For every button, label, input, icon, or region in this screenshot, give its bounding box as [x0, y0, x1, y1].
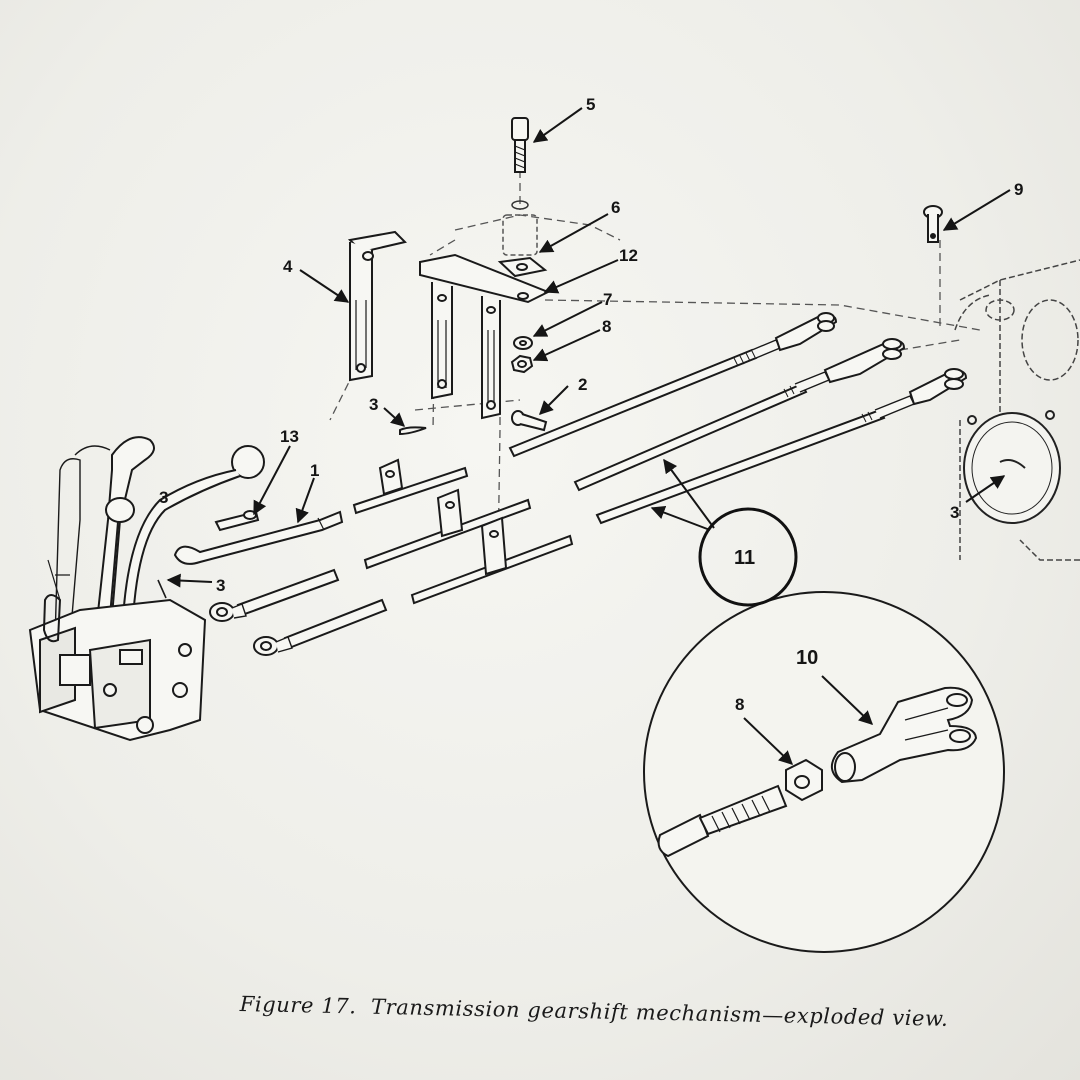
shift-lever-assembly — [28, 436, 265, 742]
cross-shaft-levers — [352, 458, 574, 605]
callout-7: 7 — [603, 290, 612, 309]
detail-clevis-10 — [831, 686, 978, 784]
plate-6 — [497, 256, 548, 278]
figure-number: Figure 17. — [239, 992, 357, 1019]
callout-3-left-lower: 3 — [216, 576, 225, 595]
callout-12: 12 — [619, 246, 638, 265]
bolt-2 — [511, 410, 548, 432]
callout-5: 5 — [586, 95, 595, 114]
bolt-hole — [511, 200, 529, 210]
callout-10: 10 — [796, 647, 818, 669]
mount-block — [502, 214, 538, 256]
clip-13 — [214, 510, 260, 532]
callout-6: 6 — [611, 198, 620, 217]
nut-8 — [510, 354, 534, 374]
detail-inset — [643, 591, 1005, 953]
link-rods-lower — [209, 568, 388, 656]
detail-threaded-rod — [657, 784, 788, 858]
marker-circle-11 — [698, 507, 798, 607]
callout-4: 4 — [283, 257, 293, 276]
bolt-5 — [511, 117, 529, 173]
bracket-4 — [347, 230, 407, 382]
cotter-pin-3-upper — [399, 426, 427, 436]
callout-3-upper: 3 — [369, 395, 378, 414]
callout-8-main: 8 — [602, 317, 611, 336]
bracket-12 — [419, 253, 551, 420]
callout-8-detail: 8 — [735, 695, 744, 714]
callout-11: 11 — [734, 547, 755, 569]
callout-13: 13 — [280, 427, 299, 446]
callout-1: 1 — [310, 461, 319, 480]
callout-3-right: 3 — [950, 503, 959, 522]
callout-labels: 5 6 12 7 8 2 4 3 9 3 13 1 3 3 11 8 10 — [159, 95, 1023, 714]
transmission-housing — [954, 259, 1080, 561]
detail-nut-8 — [785, 758, 823, 802]
transmission-cover — [963, 410, 1061, 524]
clevis-pin-9 — [923, 205, 943, 243]
shift-rods — [508, 312, 968, 525]
callout-9: 9 — [1014, 180, 1023, 199]
callout-2: 2 — [578, 375, 587, 394]
callout-3-left-upper: 3 — [159, 488, 168, 507]
rod-1 — [173, 510, 344, 565]
leader-arrows — [166, 107, 1011, 765]
washer-7 — [513, 336, 533, 350]
